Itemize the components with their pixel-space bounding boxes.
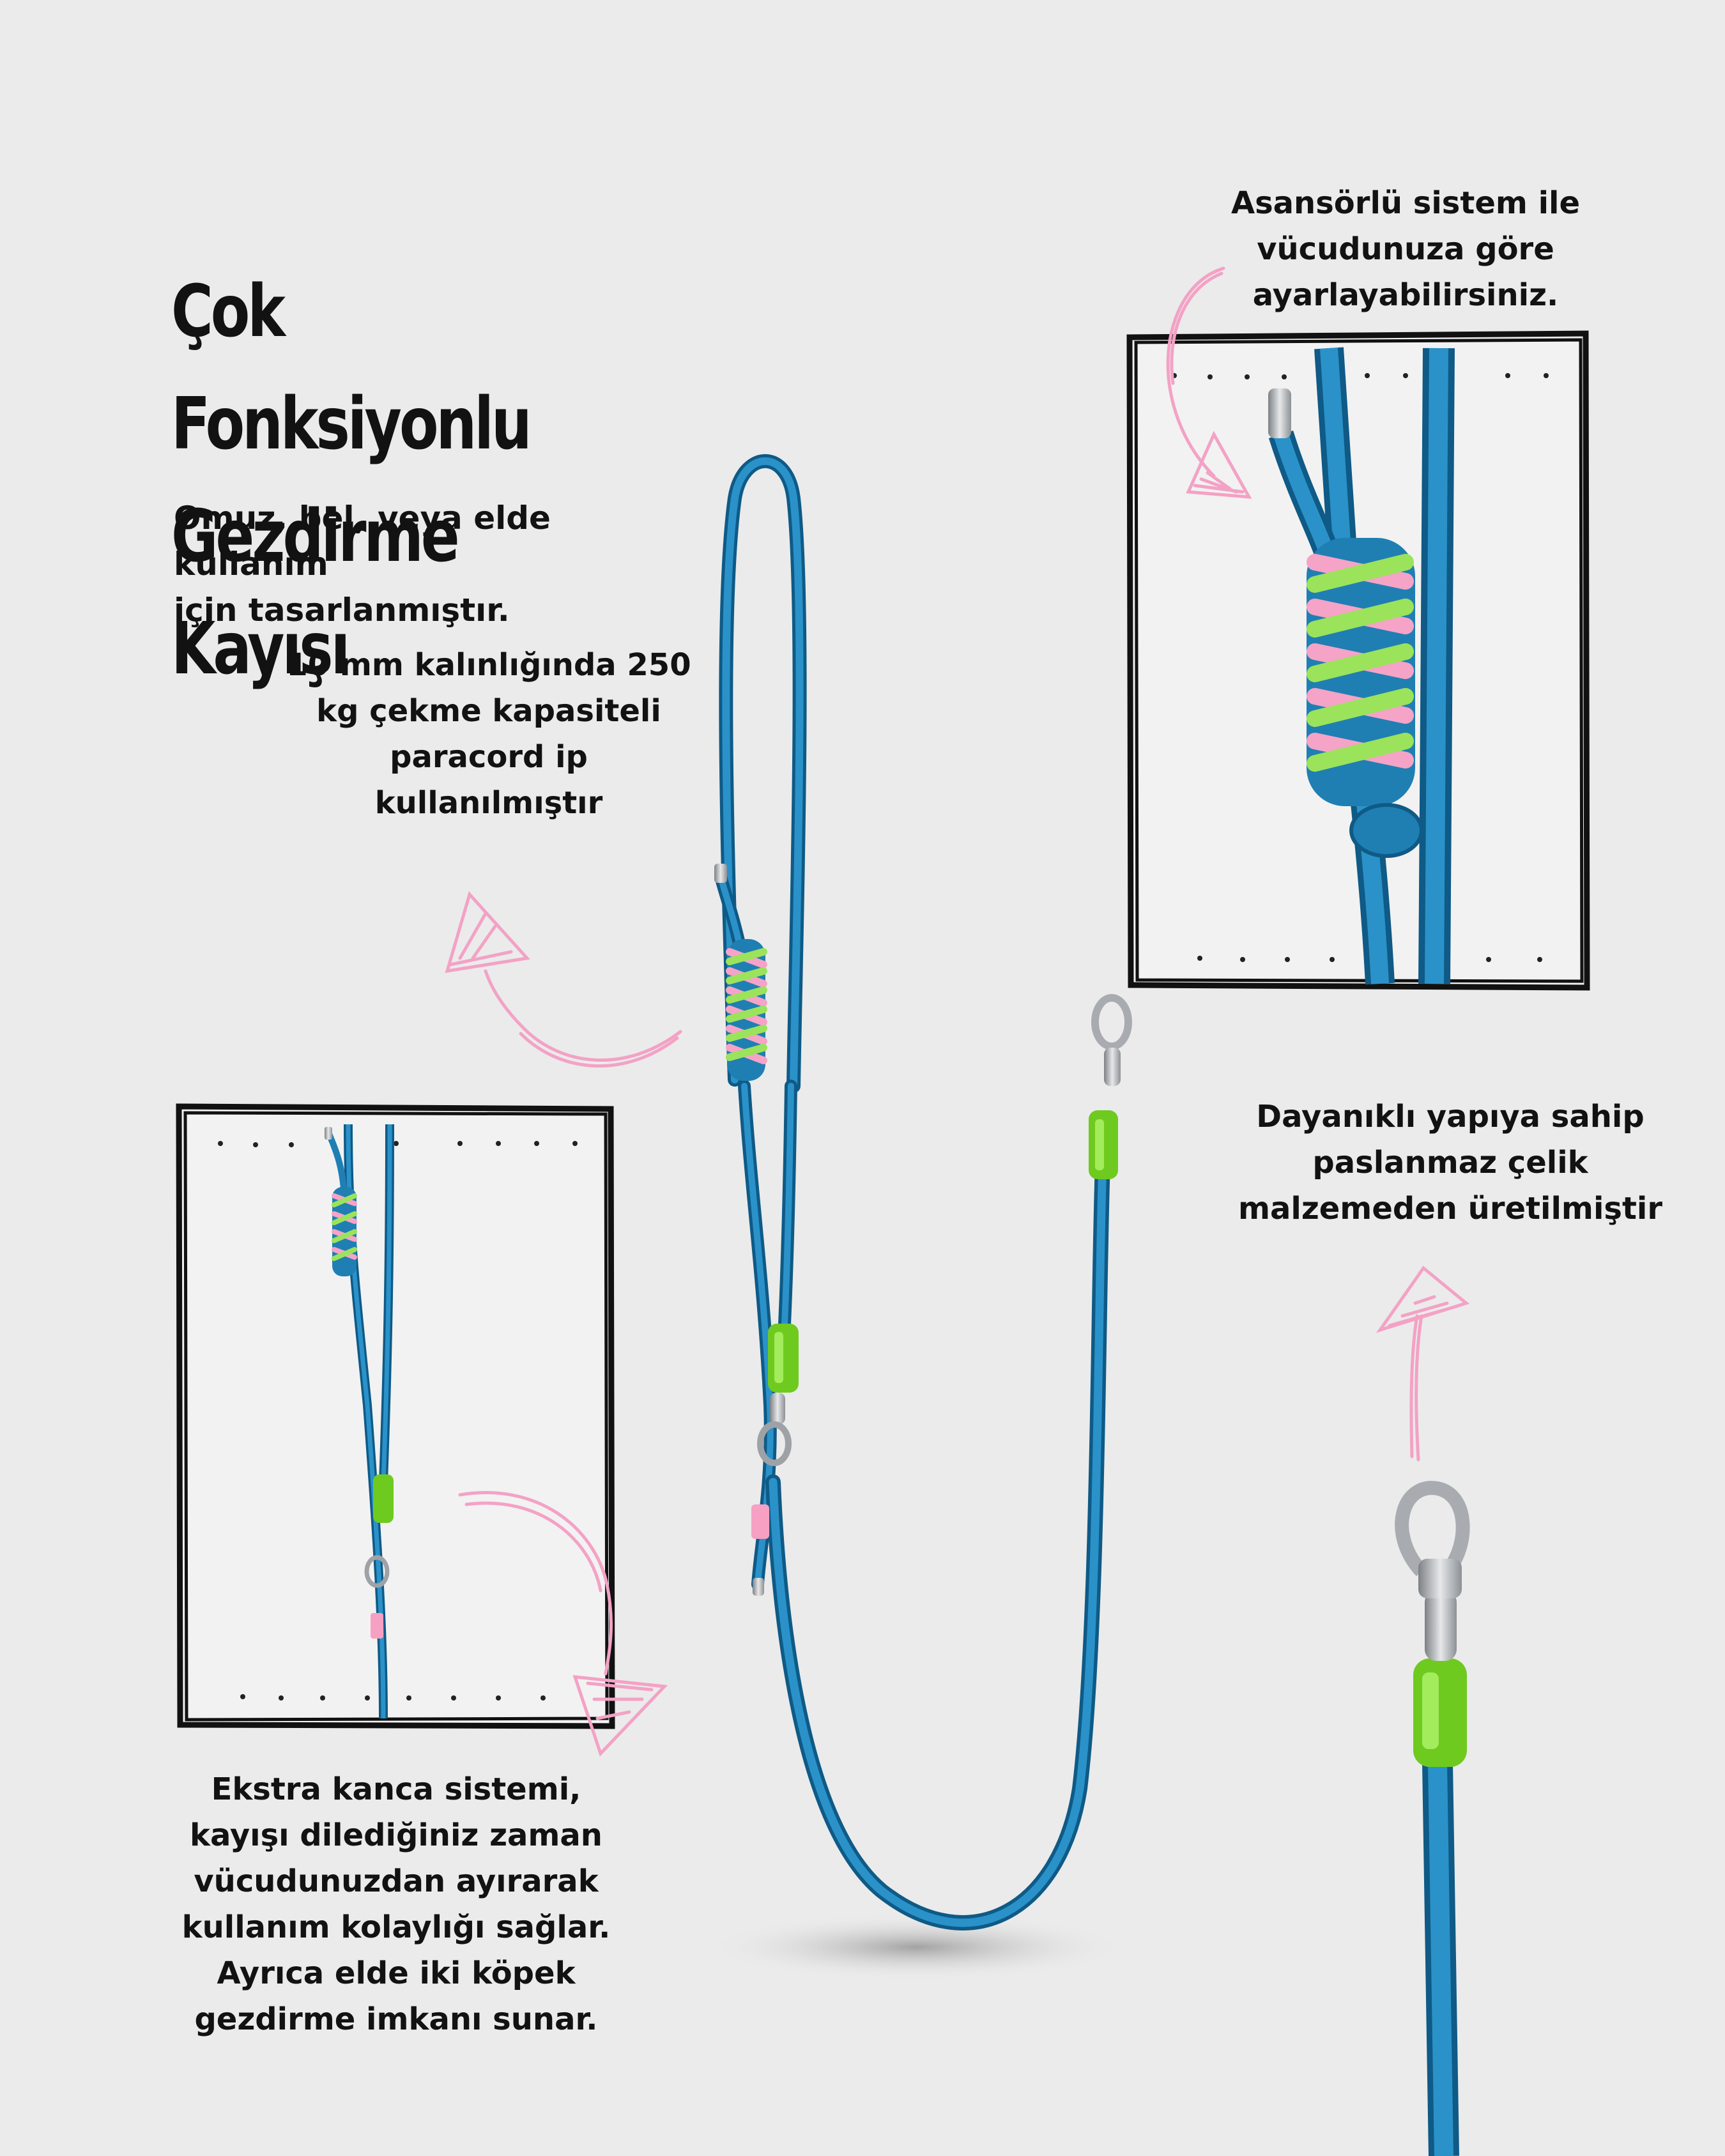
callout-line: malzemeden üretilmiştir — [1238, 1191, 1663, 1227]
callout-extra-hook: Ekstra kanca sistemi, kayışı dilediğiniz… — [160, 1766, 632, 2042]
pink-hand-drawn-arrow-icon — [1376, 1265, 1470, 1462]
callout-line: 10 mm kalınlığında 250 — [286, 647, 691, 683]
braided-slider-knot — [726, 939, 767, 1081]
callout-line: vücudunuza göre — [1257, 231, 1554, 267]
callout-line: kullanım kolaylığı sağlar. — [181, 1909, 611, 1945]
callout-line: kayışı dilediğiniz zaman — [190, 1817, 602, 1853]
subtitle-line-1: Omuz, bel, veya elde kullanım — [174, 500, 551, 583]
cord-end-cap — [753, 1578, 764, 1596]
cord-end-cap — [714, 864, 727, 883]
callout-line: kullanılmıştır — [374, 785, 603, 821]
callout-slider-system: Asansörlü sistem ile vücudunuza göre aya… — [1169, 180, 1642, 318]
callout-line: paracord ip — [390, 739, 588, 775]
callout-cord-strength: 10 mm kalınlığında 250 kg çekme kapasite… — [281, 642, 696, 826]
page-title-line-1: Çok Fonksiyonlu — [171, 270, 532, 466]
subtitle-line-2: için tasarlanmıştır. — [174, 592, 510, 629]
callout-line: Ayrıca elde iki köpek — [217, 1955, 576, 1991]
steel-snap-hook-icon — [1091, 994, 1132, 1086]
pink-hand-drawn-arrow-icon — [458, 1491, 668, 1757]
callout-line: vücudunuzdan ayırarak — [194, 1863, 599, 1899]
pink-wrap — [751, 1504, 769, 1539]
braided-slider-closeup — [1307, 538, 1423, 858]
callout-line: Asansörlü sistem ile — [1230, 185, 1581, 221]
leash-shadow — [706, 1914, 1128, 1980]
callout-line: paslanmaz çelik — [1312, 1145, 1588, 1181]
page-title-line-2: Gezdirme Kayışı — [171, 495, 460, 691]
closeup-frame-left — [176, 1103, 615, 1729]
callout-line: kg çekme kapasiteli — [316, 693, 661, 729]
callout-line: gezdirme imkanı sunar. — [194, 2001, 598, 2037]
callout-line: Dayanıklı yapıya sahip — [1256, 1099, 1644, 1135]
callout-stainless-steel: Dayanıklı yapıya sahip paslanmaz çelik m… — [1201, 1094, 1699, 1232]
callout-line: Ekstra kanca sistemi, — [211, 1771, 581, 1807]
green-sleeve-main — [768, 1324, 799, 1393]
steel-snap-hook-icon — [757, 1393, 792, 1466]
subtitle: Omuz, bel, veya elde kullanım için tasar… — [174, 495, 698, 633]
pink-hand-drawn-arrow-icon — [445, 891, 682, 1068]
page-title: Çok Fonksiyonlu Gezdirme Kayışı — [171, 256, 631, 705]
main-leash — [714, 454, 1110, 1930]
pink-hand-drawn-arrow-icon — [1166, 266, 1252, 499]
green-sleeve-right — [1089, 1110, 1118, 1179]
large-hook-closeup — [1395, 1481, 1470, 2156]
callout-line: ayarlayabilirsiniz. — [1252, 277, 1559, 313]
closeup-frame-top — [1126, 330, 1590, 991]
